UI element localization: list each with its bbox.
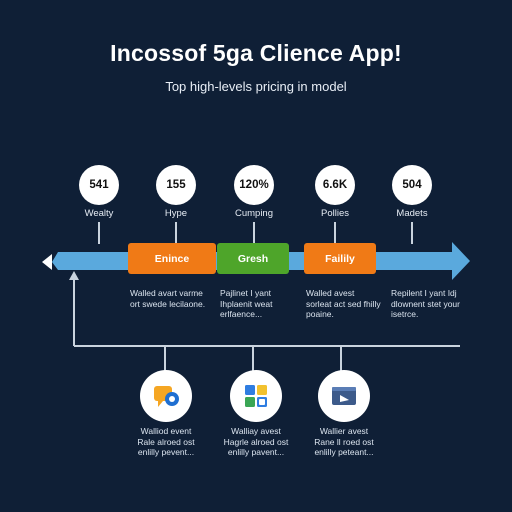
- phase-note: Pajlinet I yant Ihplaenit weat erlfaence…: [220, 288, 273, 319]
- milestone-circle: 155: [156, 165, 196, 205]
- app-icon-window: [318, 370, 370, 422]
- app-note-line: enlilly pavent...: [227, 447, 285, 457]
- app-note: Walliod event Rale alroed ost enlilly pe…: [122, 426, 210, 458]
- milestone-stem: [411, 222, 413, 244]
- page-subtitle: Top high-levels pricing in model: [165, 79, 347, 94]
- timeline-tail: [42, 254, 52, 270]
- milestone-label: Hype: [164, 208, 188, 219]
- app-icon-grid: [230, 370, 282, 422]
- app-note: Wallier avest Rane ll roed ost enlilly p…: [300, 426, 388, 458]
- milestone-circle: 6.6K: [315, 165, 355, 205]
- chat-icon: [154, 386, 179, 407]
- app-note-line: enlilly peteant...: [314, 447, 374, 457]
- window-icon: [332, 387, 356, 405]
- milestone-stem: [334, 222, 336, 244]
- milestone-stem: [175, 222, 177, 244]
- app-note-line: Walliod event: [140, 426, 192, 436]
- milestone-circle: 120%: [234, 165, 274, 205]
- grid-icon: [245, 385, 267, 407]
- app-note-line: Hagrle alroed ost: [223, 436, 289, 447]
- milestone-stem: [98, 222, 100, 244]
- phase-note: Walled avart varme ort swede lecilaone.: [130, 288, 206, 309]
- page-title: Incossof 5ga Clience App!: [110, 40, 402, 66]
- phase-note: Repilent I yant Idj dlownent stet your i…: [391, 288, 460, 319]
- connector-arrowhead: [69, 271, 79, 280]
- app-note-line: enlilly pevent...: [137, 447, 195, 457]
- milestone-stem: [253, 222, 255, 244]
- app-icon-chat: [140, 370, 192, 422]
- app-note-line: Wallier avest: [319, 426, 369, 436]
- phase-box-gresh: Gresh: [217, 243, 289, 274]
- milestone-label: Madets: [396, 208, 428, 219]
- phase-box-enince: Enince: [128, 243, 216, 274]
- milestone-circle: 541: [79, 165, 119, 205]
- app-note-line: Rale alroed ost: [137, 436, 195, 447]
- phase-box-failily: Failily: [304, 243, 376, 274]
- app-note-line: Rane ll roed ost: [314, 436, 374, 447]
- milestone-label: Pollies: [321, 208, 349, 219]
- app-note-line: Walliay avest: [231, 426, 281, 436]
- milestone-circle: 504: [392, 165, 432, 205]
- milestone-label: Cumping: [234, 208, 274, 219]
- milestone-label: Wealty: [84, 208, 114, 219]
- phase-note: Walled avest sorleat act sed fhilly poai…: [306, 288, 381, 319]
- app-note: Walliay avest Hagrle alroed ost enlilly …: [212, 426, 300, 458]
